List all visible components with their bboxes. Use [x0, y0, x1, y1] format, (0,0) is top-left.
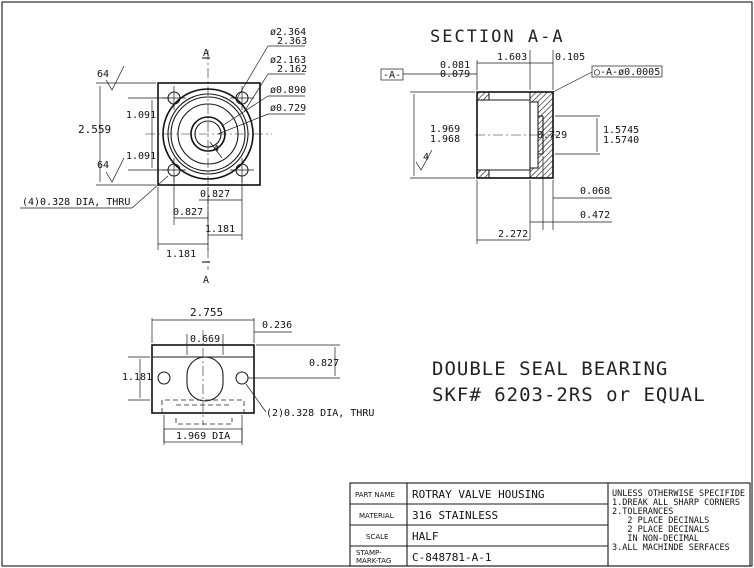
dim-1969-dia: 1.969 DIA: [176, 431, 230, 442]
dim-0236: 0.236: [262, 320, 292, 331]
dim-0827-right: 0.827: [200, 189, 230, 200]
dim-2755: 2.755: [190, 306, 223, 319]
tb-label-scale: SCALE: [366, 533, 388, 541]
bearing-note-line1: DOUBLE SEAL BEARING: [432, 358, 668, 380]
dim-15740: 1.5740: [603, 135, 639, 146]
label-4-section: 4: [423, 152, 429, 163]
bottom-view: 2.755 0.236 0.669 0.827 1.181 (2)0.328 D…: [122, 306, 374, 445]
section-view: SECTION A-A -A- ○-A-ø0.0005 0.081 0.079 …: [380, 27, 663, 244]
dim-1091-top: 1.091: [126, 110, 156, 121]
dim-0105: 0.105: [555, 52, 585, 63]
dim-0472: 0.472: [580, 210, 610, 221]
holes-note-2: (2)0.328 DIA, THRU: [266, 408, 374, 419]
dim-1968: 1.968: [430, 134, 460, 145]
dim-1603: 1.603: [497, 52, 527, 63]
dim-2272: 2.272: [498, 229, 528, 240]
tb-label-material: MATERIAL: [359, 512, 394, 520]
section-title: SECTION A-A: [430, 27, 565, 47]
tb-label-mark-tag: MARK-TAG: [356, 557, 391, 565]
tb-note-6: 3.ALL MACHINDE SERFACES: [612, 543, 730, 553]
dim-0068: 0.068: [580, 186, 610, 197]
tb-label-stamp: STAMP-: [356, 549, 382, 557]
dim-1091-bottom: 1.091: [126, 151, 156, 162]
section-marker-a-bottom: A: [203, 275, 209, 286]
bearing-note-line2: SKF# 6203-2RS or EQUAL: [432, 384, 706, 406]
tb-note-4: 2 PLACE DECINALS: [612, 525, 709, 535]
dim-0079: 0.079: [440, 69, 470, 80]
dim-0729: ø0.729: [270, 103, 306, 114]
dim-2363: 2.363: [277, 36, 307, 47]
dim-0827-left: 0.827: [173, 207, 203, 218]
dim-0081: 0.081: [440, 60, 470, 71]
dim-0827-bottom: 0.827: [309, 358, 339, 369]
dim-0729-section: 0.729: [537, 130, 567, 141]
dim-2162: 2.162: [277, 64, 307, 75]
title-block: PART NAME ROTRAY VALVE HOUSING MATERIAL …: [349, 482, 751, 567]
dim-2559: 2.559: [78, 123, 111, 136]
tb-note-5: IN NON-DECIMAL: [612, 534, 699, 544]
finish-mark-bottom: 64: [97, 160, 109, 171]
dim-15745: 1.5745: [603, 125, 639, 136]
dim-1969: 1.969: [430, 124, 460, 135]
tolerance-frame: ○-A-ø0.0005: [594, 67, 660, 78]
tb-note-0: UNLESS OTHERWISE SPECIFIDE: [612, 489, 745, 499]
tb-value-part-name: ROTRAY VALVE HOUSING: [412, 488, 544, 501]
holes-note-4: (4)0.328 DIA, THRU: [22, 197, 130, 208]
dim-2364: ø2.364: [270, 27, 306, 38]
dim-1181-left: 1.181: [166, 249, 196, 260]
tb-value-material: 316 STAINLESS: [412, 509, 498, 522]
tb-note-1: 1.DREAK ALL SHARP CORNERS: [612, 498, 740, 508]
tb-note-3: 2 PLACE DECINALS: [612, 516, 709, 526]
finish-mark-top: 64: [97, 69, 109, 80]
front-view: A A ø2.364 2.363 ø2.163: [20, 27, 307, 286]
tb-label-part-name: PART NAME: [355, 491, 395, 499]
dim-1181-bottom: 1.181: [122, 372, 152, 383]
tb-value-stamp: C-848781-A-1: [412, 551, 491, 564]
tb-note-2: 2.TOLERANCES: [612, 507, 673, 517]
datum-a: -A-: [383, 70, 401, 81]
section-marker-a-top: A: [203, 48, 209, 59]
tb-value-scale: HALF: [412, 530, 439, 543]
dim-2163: ø2.163: [270, 55, 306, 66]
dim-0669: 0.669: [190, 334, 220, 345]
dim-0890: ø0.890: [270, 85, 306, 96]
dim-1181-right: 1.181: [205, 224, 235, 235]
